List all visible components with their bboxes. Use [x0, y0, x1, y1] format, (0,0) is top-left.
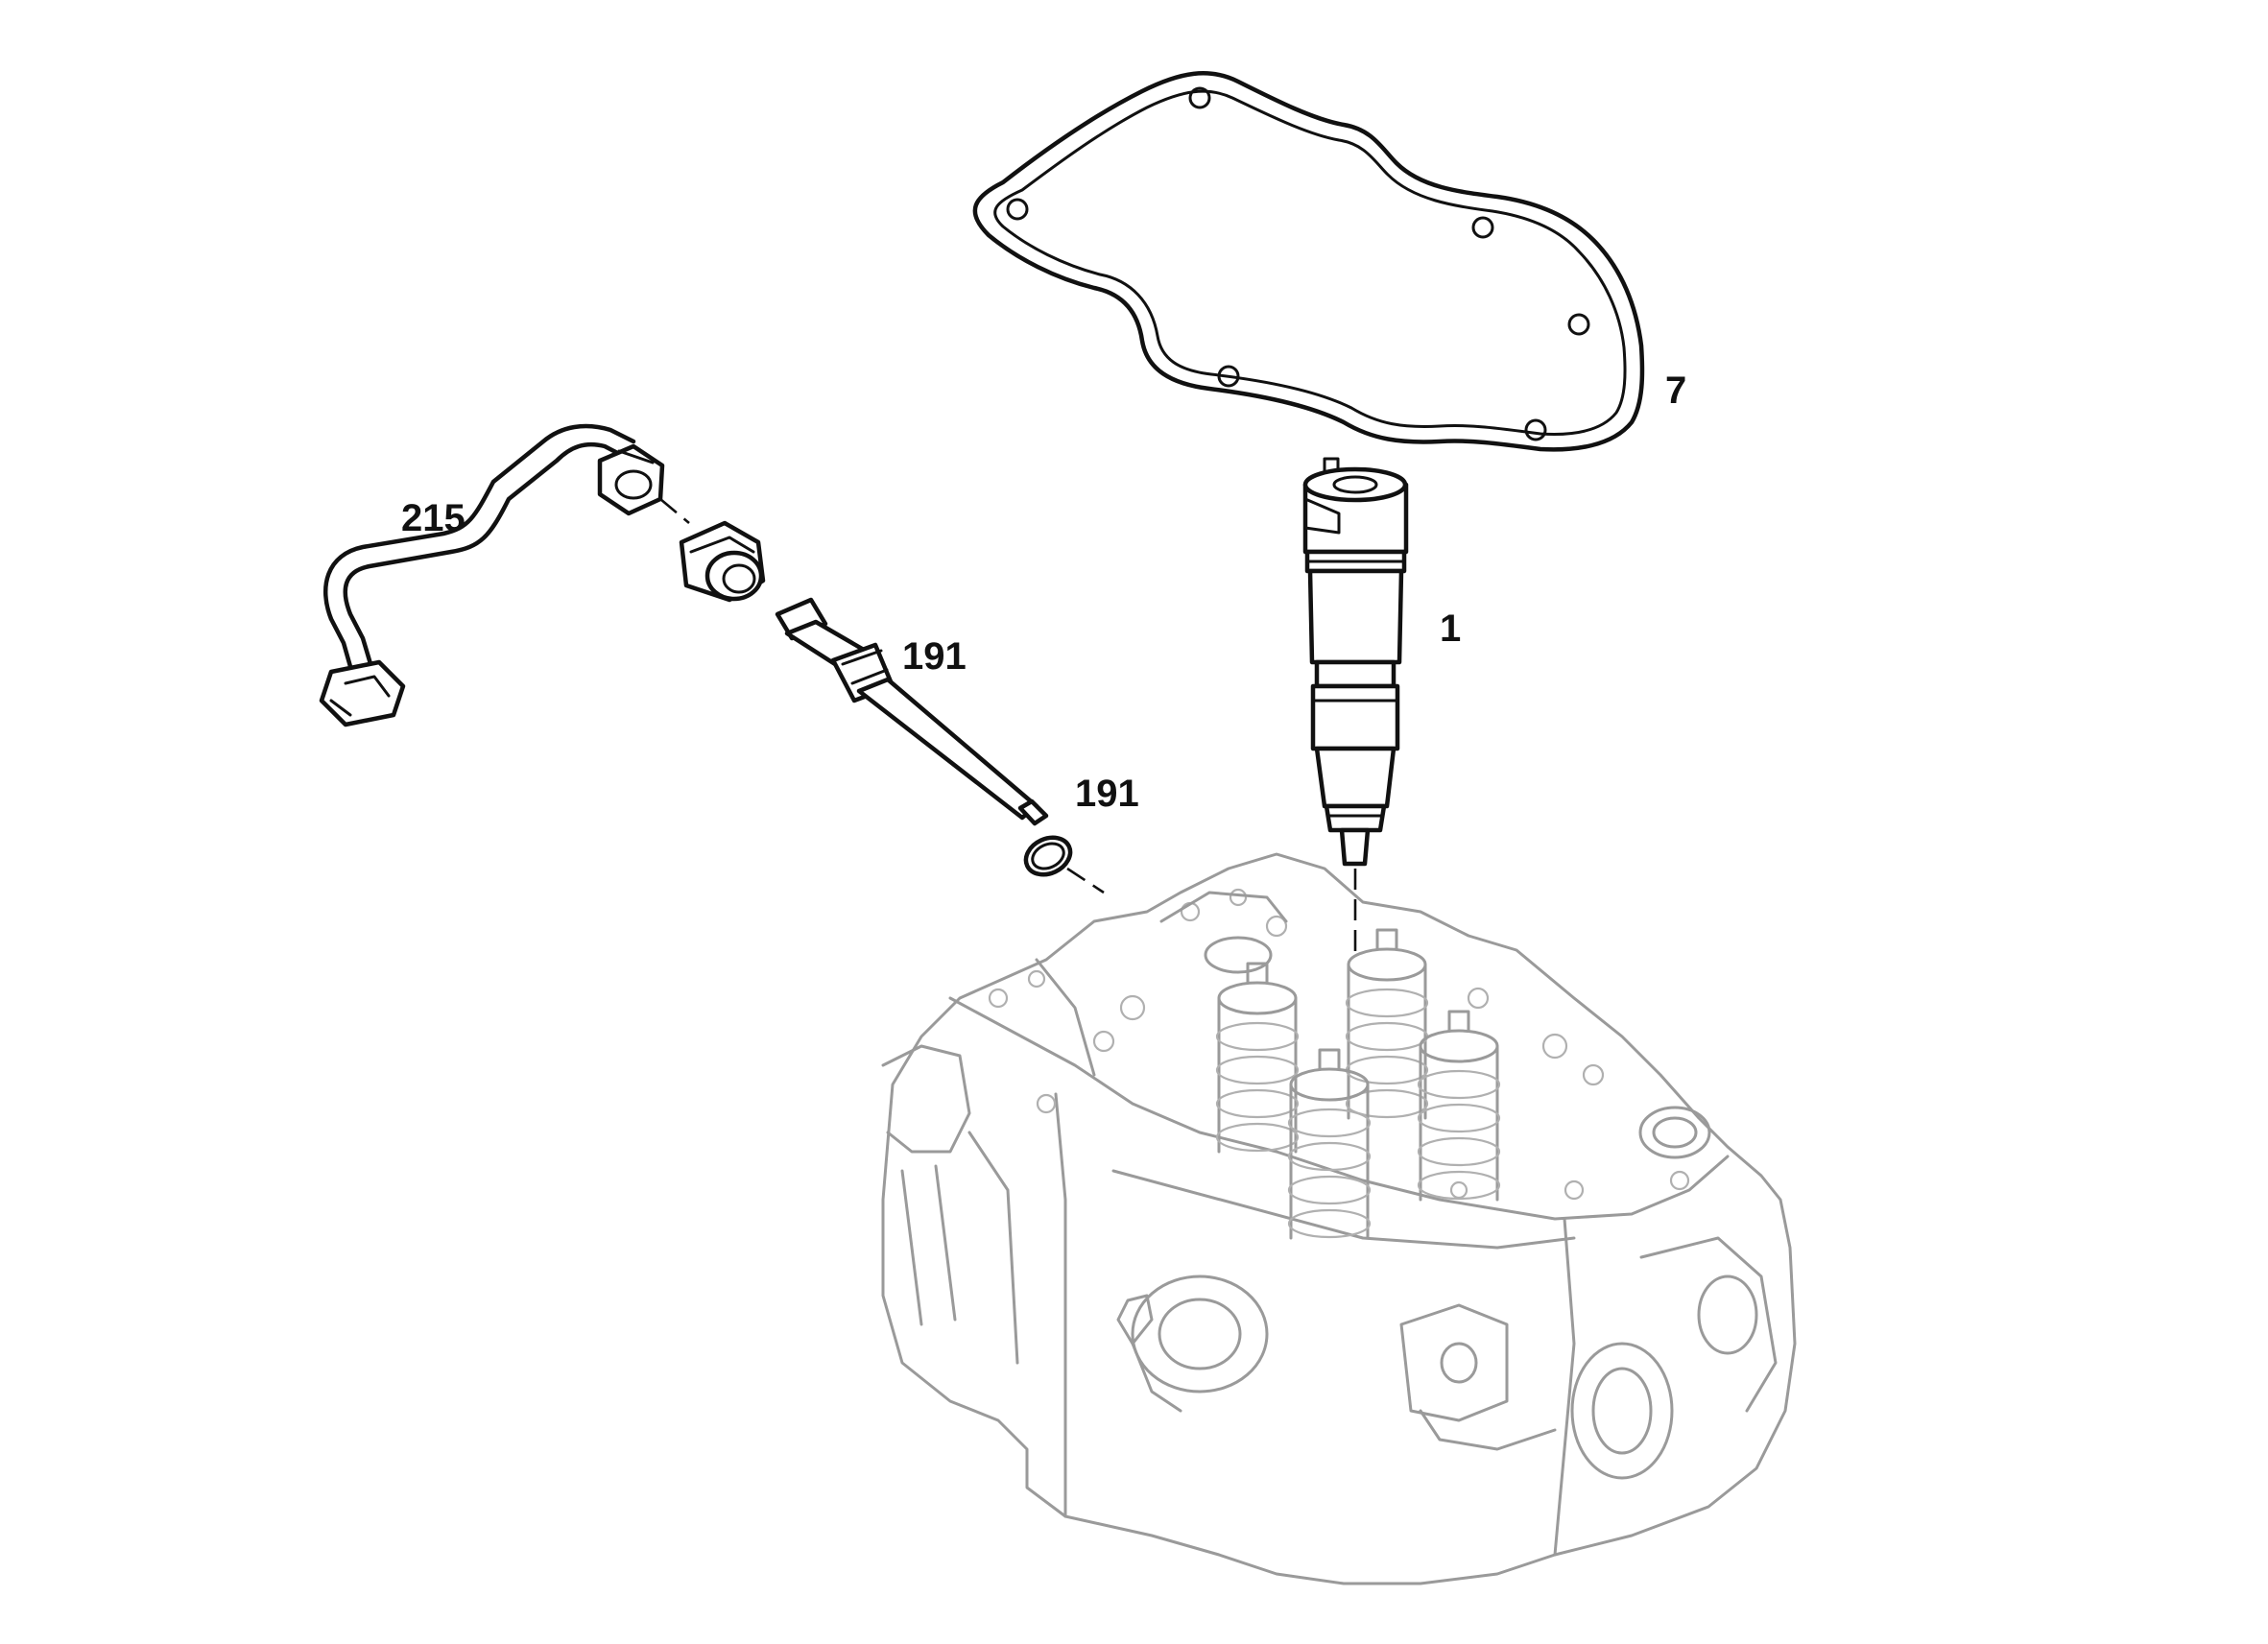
callout-1: 1: [1440, 608, 1461, 650]
valve-springs: [1215, 928, 1501, 1240]
fuel-injector: [1302, 457, 1409, 867]
callout-7: 7: [1665, 369, 1686, 412]
valve-cover-gasket: [972, 71, 1645, 452]
fuel-line: [319, 423, 665, 727]
pressure-pipe-assembly: [679, 520, 1049, 826]
callout-191-ring: 191: [1075, 773, 1139, 815]
seal-ring: [1023, 835, 1073, 877]
fuel-line-leader: [659, 498, 690, 524]
callout-215: 215: [401, 497, 466, 539]
seal-ring-leader: [1066, 867, 1105, 894]
callout-191-pipe: 191: [902, 635, 967, 678]
cylinder-head: [881, 852, 1797, 1585]
